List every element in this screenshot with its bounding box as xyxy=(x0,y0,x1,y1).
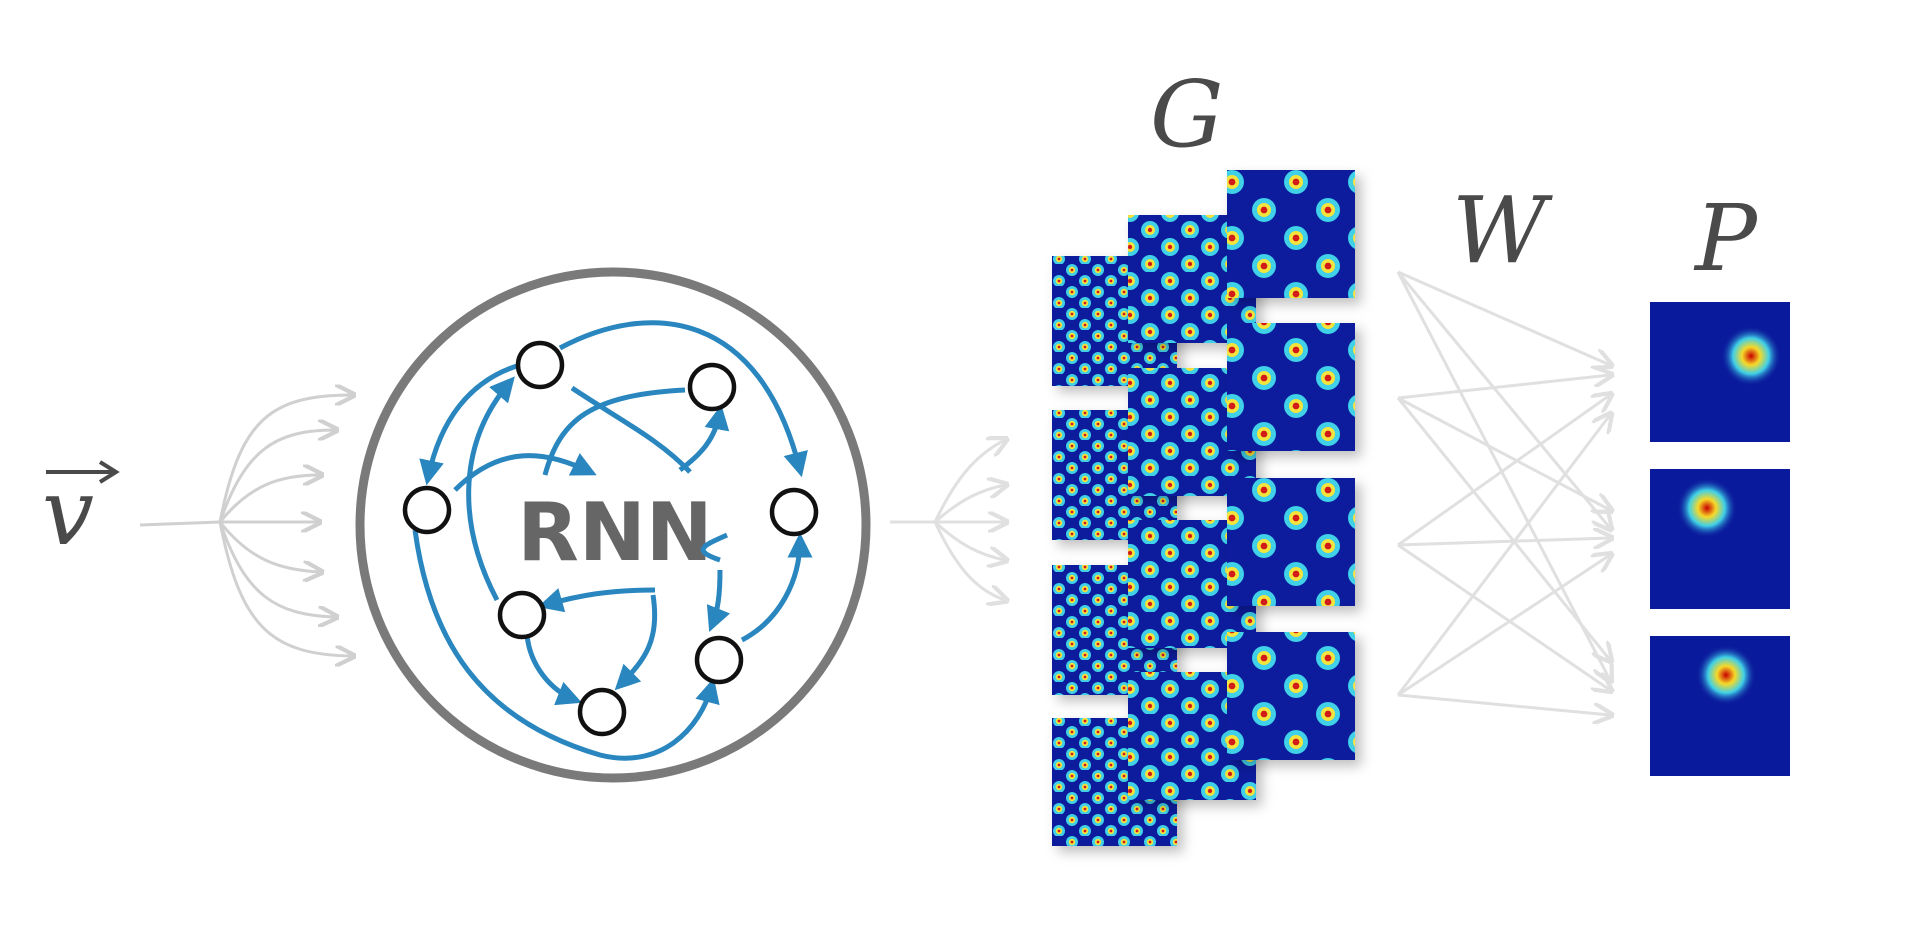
input-fan-arrow xyxy=(218,430,335,523)
rnn-unit xyxy=(515,340,565,390)
input-line xyxy=(139,520,221,527)
grid-cells: G xyxy=(1052,61,1355,846)
recurrent-edge xyxy=(706,569,731,632)
weights-label: W xyxy=(1452,177,1553,284)
rnn-boundary xyxy=(355,267,871,783)
recurrent-edge xyxy=(537,587,656,613)
recurrent-edge xyxy=(412,529,720,761)
input-vector-arrowhead xyxy=(98,460,120,484)
place-label: P xyxy=(1693,185,1759,292)
place-cell-map xyxy=(1650,469,1790,609)
rnn-unit xyxy=(402,485,452,535)
rnn-unit xyxy=(769,487,819,537)
output-fan-arrow xyxy=(933,520,1005,560)
weight-connection xyxy=(1397,543,1610,690)
weight-connection xyxy=(1396,415,1610,696)
recurrent-connections xyxy=(412,320,813,761)
place-cell-map xyxy=(1650,636,1790,776)
rnn-unit xyxy=(687,362,737,412)
output-fan-arrow xyxy=(933,521,1005,600)
input-fan-arrow xyxy=(218,395,352,523)
output-fan-arrow xyxy=(933,440,1005,523)
place-cell-maps xyxy=(1650,302,1790,776)
recurrent-edge xyxy=(700,532,729,563)
recurrent-edge xyxy=(419,362,521,486)
input-fan-arrow xyxy=(218,521,352,656)
grid-cell-map xyxy=(1227,632,1355,760)
recurrent-edge xyxy=(740,532,813,643)
grid-column-3 xyxy=(1227,170,1355,760)
rnn-output-fanout xyxy=(890,440,1005,600)
place-cells: P xyxy=(1650,185,1790,776)
output-fan-arrow xyxy=(934,485,1005,524)
rnn: RNN xyxy=(355,267,871,783)
weight-connection xyxy=(1396,397,1610,660)
rnn-units xyxy=(402,340,819,737)
input-fan-arrow xyxy=(218,521,335,617)
readout-weights: W xyxy=(1396,177,1610,715)
input-velocity: v xyxy=(42,459,221,566)
input-fanout xyxy=(218,395,352,656)
recurrent-edge xyxy=(678,404,730,472)
place-cell-map xyxy=(1650,302,1790,442)
recurrent-edge xyxy=(466,376,515,602)
input-fan-arrow xyxy=(218,475,320,523)
grid-cell-map xyxy=(1227,170,1355,298)
rnn-unit xyxy=(497,590,547,640)
recurrent-edge xyxy=(558,320,808,478)
input-label: v xyxy=(42,459,94,566)
weight-connection xyxy=(1397,693,1610,715)
recurrent-edge xyxy=(614,594,658,691)
rnn-unit xyxy=(694,635,744,685)
weight-connection xyxy=(1397,395,1610,547)
weight-connection xyxy=(1397,375,1610,400)
weight-connection xyxy=(1396,271,1610,680)
weight-connection xyxy=(1397,270,1610,365)
recurrent-edge xyxy=(524,634,582,706)
grid-cell-map xyxy=(1227,323,1355,451)
recurrent-edge xyxy=(570,385,692,474)
rnn-label: RNN xyxy=(517,486,713,579)
grid-cell-map xyxy=(1227,478,1355,606)
weight-connection xyxy=(1397,538,1610,545)
recurrent-edge xyxy=(453,453,597,492)
weight-connection xyxy=(1396,271,1610,528)
weight-connections xyxy=(1396,270,1610,715)
weight-connection xyxy=(1397,396,1610,510)
rnn-unit xyxy=(577,687,627,737)
weight-connection xyxy=(1397,555,1610,697)
grid-label: G xyxy=(1150,61,1224,168)
input-fan-arrow xyxy=(218,521,320,572)
